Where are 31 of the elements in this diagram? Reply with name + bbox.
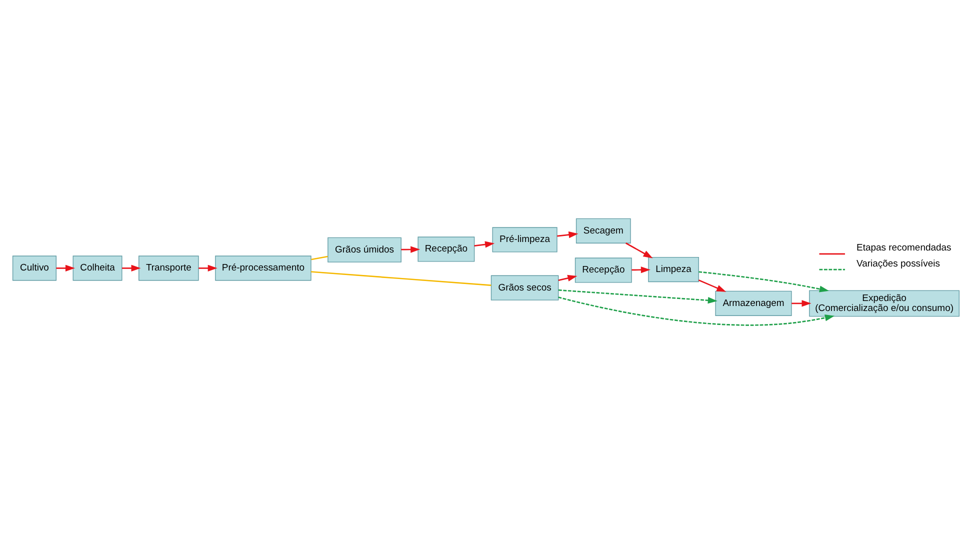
legend-label: Etapas recomendadas — [856, 242, 952, 254]
arrow — [198, 264, 218, 272]
arrow — [56, 264, 75, 272]
arrow — [632, 266, 650, 274]
connector — [310, 271, 492, 286]
node-box: Expedição (Comercialização e/ou consumo) — [809, 290, 960, 317]
arrow — [698, 279, 726, 292]
arrow — [401, 246, 420, 253]
legend-label: Variações possíveis — [856, 258, 940, 270]
node-box: Pré-limpeza — [492, 227, 558, 252]
node-box: Colheita — [72, 256, 122, 281]
arrow — [557, 231, 578, 238]
node-box: Recepção — [418, 236, 475, 262]
node-box: Limpeza — [648, 257, 699, 282]
arrow — [122, 264, 141, 272]
node-box: Transporte — [138, 256, 199, 281]
node-box: Cultivo — [12, 256, 57, 281]
node-box: Grãos secos — [490, 275, 559, 300]
connector — [311, 256, 328, 260]
arrow — [558, 274, 578, 282]
arrow — [626, 242, 653, 258]
arrow — [558, 289, 718, 304]
node-box: Recepção — [574, 258, 632, 283]
arrow — [558, 296, 834, 326]
arrow — [792, 300, 812, 307]
node-box: Pré-processamento — [215, 256, 312, 281]
arrow — [474, 241, 495, 248]
arrow — [698, 271, 829, 292]
node-box: Grãos úmidos — [328, 237, 402, 262]
node-box: Secagem — [576, 218, 631, 244]
node-box: Armazenagem — [715, 290, 792, 316]
